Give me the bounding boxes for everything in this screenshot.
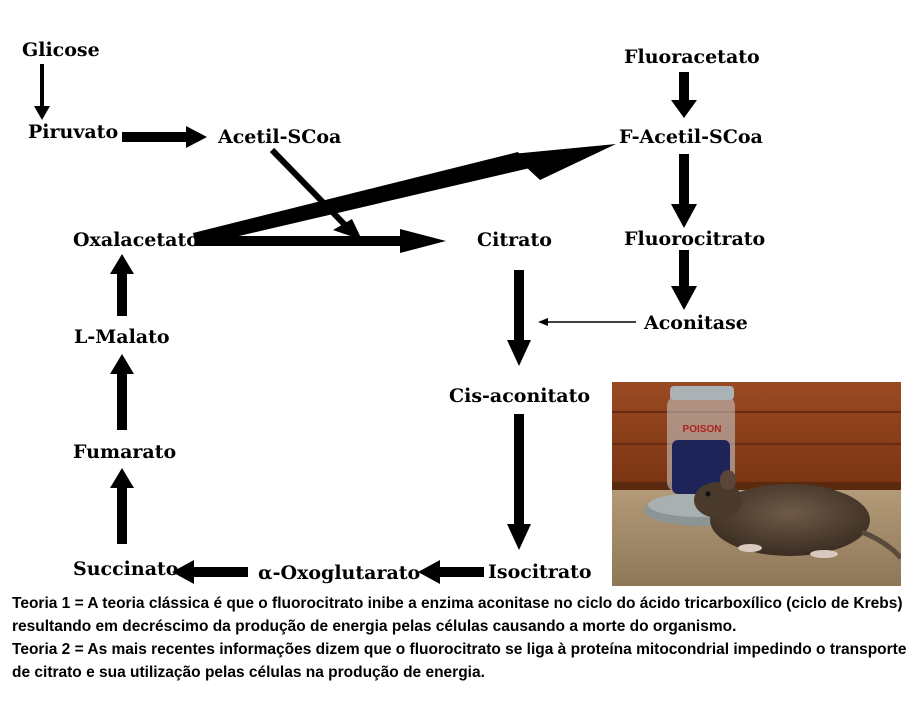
node-piruvato: Piruvato [28, 121, 119, 143]
rat-poison-photo: POISON [612, 382, 901, 586]
arrow-oxoglutarato-succinato [172, 560, 248, 584]
arrow-lmalato-oxalacetato [110, 254, 134, 316]
arrow-oxalacetato-facetil [193, 144, 616, 246]
arrow-fluorocitrato-aconitase [671, 250, 697, 310]
caption: Teoria 1 = A teoria clássica é que o flu… [12, 592, 912, 684]
arrow-isocitrato-oxoglutarato [418, 560, 484, 584]
caption-teoria-2: Teoria 2 = As mais recentes informações … [12, 641, 907, 681]
node-glicose: Glicose [22, 39, 100, 61]
arrow-oxalacetato-citrato [195, 229, 446, 253]
arrow-citrato-cisaconitato [507, 270, 531, 366]
node-l-malato: L-Malato [74, 326, 170, 348]
node-acetil-scoa: Acetil-SCoa [218, 126, 342, 148]
node-succinato: Succinato [73, 558, 179, 580]
node-fluorocitrato: Fluorocitrato [624, 228, 766, 250]
node-isocitrato: Isocitrato [488, 561, 592, 583]
node-oxalacetato: Oxalacetato [73, 229, 199, 251]
arrow-glicose-piruvato [34, 64, 50, 120]
arrow-facetil-fluorocitrato [671, 154, 697, 228]
caption-teoria-1: Teoria 1 = A teoria clássica é que o flu… [12, 595, 903, 635]
node-fluoracetato: Fluoracetato [624, 46, 760, 68]
node-cis-aconitato: Cis-aconitato [449, 385, 591, 407]
arrow-aconitase-inhibit [538, 318, 636, 326]
pathway-arrows [34, 64, 697, 584]
arrow-succinato-fumarato [110, 468, 134, 544]
node-citrato: Citrato [477, 229, 552, 251]
jar-label: POISON [683, 424, 722, 435]
arrow-piruvato-acetil [122, 126, 207, 148]
node-oxoglutarato: α-Oxoglutarato [258, 562, 421, 584]
node-fumarato: Fumarato [73, 441, 177, 463]
arrow-fluoracetato-facetil [671, 72, 697, 118]
arrow-fumarato-lmalato [110, 354, 134, 430]
node-aconitase: Aconitase [644, 312, 748, 334]
arrow-cisaconitato-isocitrato [507, 414, 531, 550]
node-f-acetil-scoa: F-Acetil-SCoa [619, 126, 763, 148]
